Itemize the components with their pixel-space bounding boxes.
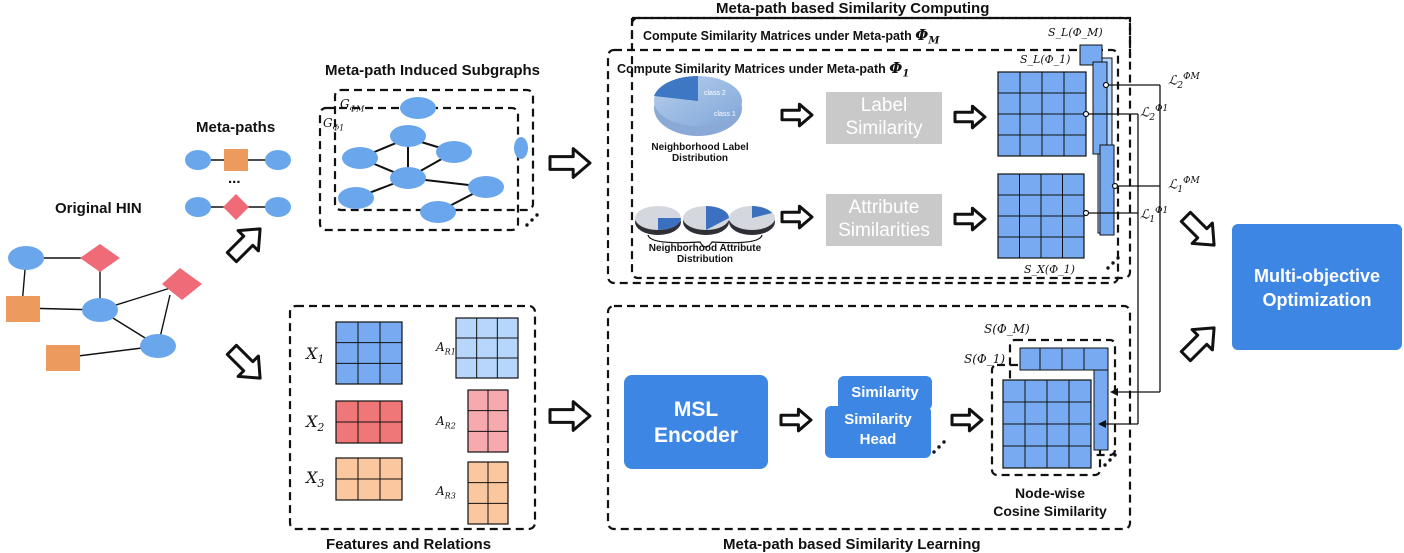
subgraphs-title: Meta-path Induced Subgraphs [325, 62, 541, 79]
meta-paths-title: Meta-paths [196, 119, 276, 136]
relation-matrix-r1 [455, 317, 519, 379]
hin-node-diamond [162, 268, 202, 300]
hin-node-square [6, 296, 40, 322]
computing-frame-front [606, 48, 1120, 285]
matrix-background [335, 321, 403, 385]
feature-matrix-x3 [335, 457, 403, 501]
arrow-label-pie-to-box [780, 102, 814, 128]
s-phi-1-label: S(Φ_1) [964, 352, 1006, 366]
arrow-hin-to-features [225, 343, 262, 380]
loss-l2-phi-1: ℒ2Φ1 [1140, 104, 1169, 123]
flow-arrows [225, 102, 1216, 433]
hin-node-circle [8, 246, 44, 270]
hin-node-diamond [80, 244, 120, 272]
arrow-subgraphs-to-computing [548, 147, 592, 179]
sl-phi-m-label: S_L(Φ_M) [1048, 26, 1103, 39]
feature-matrix-x1 [335, 321, 403, 385]
label-pie-chart [654, 75, 742, 136]
connector-arrowheads [1098, 388, 1118, 428]
arrow-encoder-to-head [779, 407, 813, 433]
arrow-label-box-to-matrix [953, 104, 987, 130]
loss-l1-phi-1: ℒ1Φ1 [1140, 206, 1169, 225]
computing-frame-mid [630, 16, 1132, 280]
connector-dots [1082, 81, 1119, 217]
hin-node-circle [82, 298, 118, 322]
hin-node-square [46, 345, 80, 371]
label-similarity-matrix-stack [997, 44, 1115, 259]
compute-phi-m-text: Compute Similarity Matrices under Meta-p… [643, 29, 912, 43]
computing-frame-back-2 [632, 16, 1132, 58]
nodewise-ellipsis [1103, 453, 1117, 467]
relation-r3-label: AR3 [436, 484, 456, 501]
compute-phi-1-text: Compute Similarity Matrices under Meta-p… [617, 62, 886, 76]
subgraph-nodes [338, 125, 504, 223]
similarity-head-back: Similarity [838, 376, 932, 410]
subgraph-ellipsis [525, 213, 539, 227]
feature-x2-label: X2 [306, 412, 325, 435]
nodewise-matrix-back [1019, 347, 1109, 451]
attribute-pie-charts [635, 206, 775, 248]
original-hin-title: Original HIN [55, 200, 142, 217]
attribute-similarity-matrix [997, 173, 1085, 259]
features-frame [288, 304, 537, 531]
original-hin-nodes [6, 244, 202, 371]
nodewise-matrix-front [1002, 379, 1092, 469]
subgraph-back-nodes [400, 97, 528, 159]
similarity-computing-title: Meta-path based Similarity Computing [716, 0, 990, 17]
meta-path-1 [185, 149, 291, 171]
sl-phi-1-label: S_L(Φ_1) [1020, 53, 1071, 66]
loss-l2-phi-m: ℒ2ΦM [1168, 72, 1200, 91]
meta-path-2 [185, 194, 291, 220]
compute-phi-m-title: Compute Similarity Matrices under Meta-p… [643, 26, 939, 47]
arrow-hin-to-metapaths [225, 227, 262, 264]
feature-matrix-x2 [335, 400, 403, 444]
hin-node-circle [140, 334, 176, 358]
compute-phi-m-sub: M [928, 35, 940, 47]
g-phi-1-label: GΦ1 [323, 116, 345, 133]
compute-phi-m-symbol: Φ [915, 26, 929, 44]
matrix-ellipsis [1106, 256, 1120, 270]
subgraph-frame-front [318, 106, 520, 232]
arrow-computing-to-optimization [1179, 210, 1216, 247]
matrix-background [455, 317, 519, 379]
learning-frame [606, 304, 1132, 531]
connector-lines [1086, 84, 1161, 425]
relation-r1-label: AR1 [436, 340, 456, 357]
feature-x3-label: X3 [306, 468, 325, 491]
arrow-head-to-matrix [950, 407, 984, 433]
meta-paths-ellipsis: ... [228, 170, 241, 187]
head-ellipsis [932, 440, 946, 454]
compute-phi-1-sub: 1 [902, 68, 910, 80]
relation-matrix-r2 [467, 389, 509, 453]
compute-phi-1-symbol: Φ [889, 59, 903, 77]
arrow-attr-pie-to-box [780, 204, 814, 230]
loss-l1-phi-m: ℒ1ΦM [1168, 176, 1200, 195]
arrow-attr-box-to-matrix [953, 206, 987, 232]
relation-matrix-r3 [467, 461, 509, 525]
s-phi-m-label: S(Φ_M) [984, 322, 1030, 336]
pie-class2-label: class 2 [704, 90, 726, 97]
relation-r2-label: AR2 [436, 414, 456, 431]
features-relations-title: Features and Relations [326, 536, 492, 553]
nodewise-frame-front [990, 363, 1102, 477]
pie-class1-label: class 1 [714, 111, 736, 118]
compute-phi-1-title: Compute Similarity Matrices under Meta-p… [617, 59, 909, 80]
arrow-features-to-learning [548, 400, 592, 432]
sx-phi-1-label: S_X(Φ_1) [1024, 263, 1075, 276]
label-similarity-matrix [997, 71, 1087, 157]
g-phi-m-label: GΦM [340, 97, 365, 114]
similarity-learning-title: Meta-path based Similarity Learning [723, 536, 981, 553]
feature-x1-label: X1 [306, 344, 325, 367]
arrow-learning-to-optimization [1179, 326, 1216, 363]
